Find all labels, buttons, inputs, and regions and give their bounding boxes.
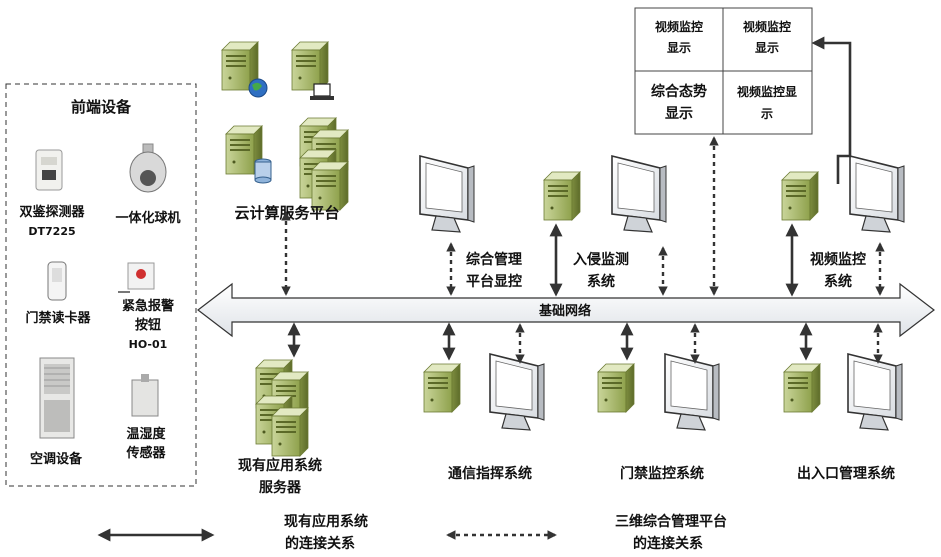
legend-dashed-label-2: 的连接关系 — [633, 535, 703, 552]
alarm-label-2: 按钮 — [135, 317, 161, 333]
dome-label: 一体化球机 — [115, 210, 180, 226]
panel-title: 前端设备 — [71, 98, 132, 116]
wall-cell-3-line1: 综合态势 — [651, 83, 707, 100]
comm-monitor — [489, 353, 545, 431]
aircon-label: 空调设备 — [30, 451, 83, 467]
video-wall — [634, 7, 813, 135]
gate-server-icon — [783, 363, 821, 413]
front-end-panel — [5, 83, 197, 487]
dashed-connectors — [281, 136, 885, 364]
legend-solid-label-1: 现有应用系统 — [284, 513, 368, 530]
gate-label: 出入口管理系统 — [797, 465, 895, 482]
solid-connectors — [287, 36, 852, 361]
alarm-label: 紧急报警 — [122, 298, 174, 314]
access-monitor — [664, 353, 720, 431]
dome-camera-icon — [129, 143, 167, 193]
wall-cell-3-line2: 显示 — [665, 106, 693, 122]
video-monitor — [849, 155, 905, 233]
wall-cell-2-line2: 显示 — [755, 41, 779, 55]
mgmt-display-monitor — [419, 155, 475, 233]
comm-label: 通信指挥系统 — [448, 465, 532, 482]
wall-cell-1-line2: 显示 — [667, 41, 691, 55]
existing-app-servers-icon — [255, 359, 309, 457]
access-server-icon — [597, 363, 635, 413]
wall-cell-2-line1: 视频监控 — [743, 19, 791, 34]
intrusion-label-1: 入侵监测 — [573, 251, 629, 268]
intrusion-server-icon — [543, 171, 581, 221]
dual-detector-icon — [35, 149, 63, 191]
sensor-label-2: 传感器 — [125, 445, 166, 461]
alarm-model: HO-01 — [129, 338, 168, 351]
mgmt-label-2: 平台显控 — [466, 273, 522, 290]
card-reader-label: 门禁读卡器 — [25, 310, 91, 326]
network-bus — [197, 282, 935, 338]
video-server-icon — [781, 171, 819, 221]
video-label-1: 视频监控 — [810, 251, 866, 268]
existing-label-1: 现有应用系统 — [238, 457, 322, 474]
legend-dashed-label-1: 三维综合管理平台 — [615, 513, 727, 530]
wall-cell-4-line1: 视频监控显 — [737, 84, 797, 99]
alarm-button-icon — [118, 262, 155, 293]
intrusion-monitor — [611, 155, 667, 233]
wall-cell-1-line1: 视频监控 — [655, 19, 703, 34]
comm-server-icon — [423, 363, 461, 413]
mgmt-label-1: 综合管理 — [466, 251, 522, 268]
access-label: 门禁监控系统 — [620, 465, 704, 482]
cloud-servers-icon — [221, 41, 349, 211]
gate-monitor — [847, 353, 903, 431]
legend-solid-label-2: 的连接关系 — [285, 535, 355, 552]
existing-label-2: 服务器 — [259, 479, 302, 496]
detector-label: 双鉴探测器 — [19, 204, 85, 220]
intrusion-label-2: 系统 — [587, 273, 615, 290]
card-reader-icon — [47, 261, 67, 301]
aircon-icon — [39, 357, 75, 439]
humidity-sensor-icon — [131, 374, 159, 417]
detector-model: DT7225 — [28, 225, 75, 238]
sensor-label: 温湿度 — [126, 426, 166, 442]
network-label: 基础网络 — [538, 303, 591, 319]
video-label-2: 系统 — [824, 273, 852, 290]
video-to-wall-link — [811, 36, 852, 184]
wall-cell-4-line2: 示 — [760, 107, 773, 121]
